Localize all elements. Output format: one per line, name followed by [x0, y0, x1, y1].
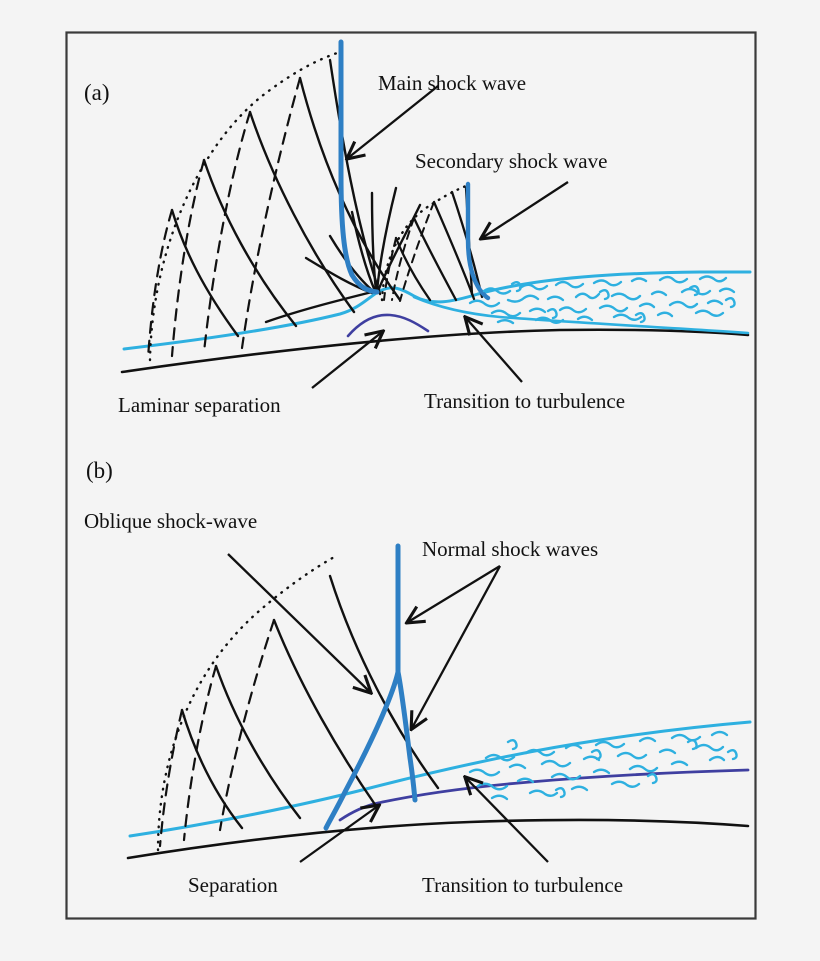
panel-a-label: (a) — [84, 80, 110, 105]
label-transition-to-turbulence-b: Transition to turbulence — [422, 873, 623, 897]
label-normal-shock-waves: Normal shock waves — [422, 537, 598, 561]
wall-surface-b — [126, 818, 750, 860]
leader-transition-b — [466, 778, 549, 863]
secondary-shock-wave-line-a — [465, 181, 491, 301]
converging-waves-a — [264, 186, 422, 324]
panel-a: (a) — [84, 39, 752, 417]
label-secondary-shock-wave: Secondary shock wave — [415, 149, 607, 173]
panel-b-label: (b) — [86, 458, 113, 483]
turbulent-layer-lower-edge-a — [412, 295, 750, 335]
leader-normal-shock-leg-b — [412, 565, 502, 728]
wall-surface-a — [120, 328, 750, 374]
label-laminar-separation: Laminar separation — [118, 393, 281, 417]
leader-secondary-shock-a — [482, 181, 569, 238]
turbulence-squiggles-b — [468, 730, 738, 801]
laminar-separation-bubble-a — [346, 313, 430, 338]
dashed-characteristics-secondary-a — [383, 201, 435, 302]
leader-separation-b — [299, 806, 378, 863]
leader-main-shock-a — [348, 85, 439, 158]
mach-envelope-dotted-secondary-a — [380, 184, 468, 302]
dashed-characteristics-a — [146, 76, 302, 360]
mach-envelope-dotted-a — [148, 50, 342, 362]
leader-normal-shock-stem-b — [408, 565, 501, 622]
solid-characteristics-b — [180, 574, 440, 830]
panel-b: (b) — [84, 458, 752, 897]
label-oblique-shock-wave: Oblique shock-wave — [84, 509, 257, 533]
solid-characteristics-a — [170, 58, 402, 338]
leader-oblique-shock-b — [227, 553, 370, 692]
label-separation: Separation — [188, 873, 278, 897]
label-main-shock-wave: Main shock wave — [378, 71, 526, 95]
main-shock-wave-line-a — [338, 39, 380, 295]
turbulence-squiggles-a — [468, 275, 736, 325]
normal-shock-right-leg-b — [395, 669, 418, 803]
label-transition-to-turbulence-a: Transition to turbulence — [424, 389, 625, 413]
normal-shock-left-leg-b — [323, 669, 401, 831]
figure-frame — [65, 31, 757, 920]
leader-laminar-separation-a — [311, 332, 382, 389]
boundary-layer-edge-b — [128, 720, 752, 838]
leader-transition-a — [466, 318, 523, 383]
